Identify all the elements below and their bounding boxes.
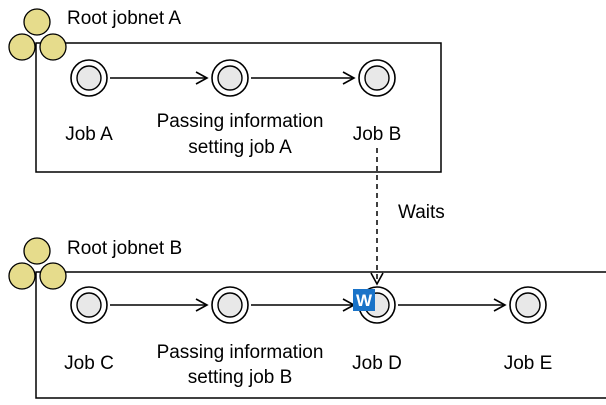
root-jobnet-b-icon xyxy=(8,237,67,290)
job-d-label: Job D xyxy=(352,353,402,374)
wait-badge-icon: W xyxy=(353,289,375,311)
passing-info-job-b-icon[interactable] xyxy=(211,286,249,324)
job-c-label: Job C xyxy=(64,353,114,374)
jobnet-a-frame xyxy=(35,42,442,173)
job-e-icon[interactable] xyxy=(509,286,547,324)
jobnet-b-frame xyxy=(35,271,606,399)
job-c-icon[interactable] xyxy=(70,286,108,324)
job-b-icon[interactable] xyxy=(358,59,396,97)
passing-info-job-a-label-line2: setting job A xyxy=(188,137,292,158)
job-e-label: Job E xyxy=(503,353,553,374)
passing-info-job-a-label-line1: Passing information xyxy=(156,111,324,132)
job-a-label: Job A xyxy=(65,124,113,145)
jobnet-a-title: Root jobnet A xyxy=(67,8,182,29)
jobnet-b-title: Root jobnet B xyxy=(67,238,183,259)
passing-info-job-b-label-line2: setting job B xyxy=(187,367,293,388)
waits-label: Waits xyxy=(398,202,445,223)
passing-info-job-b-label-line1: Passing information xyxy=(156,342,324,363)
job-b-label: Job B xyxy=(352,124,402,145)
root-jobnet-a-icon xyxy=(8,8,67,61)
passing-info-job-a-icon[interactable] xyxy=(211,59,249,97)
job-a-icon[interactable] xyxy=(70,59,108,97)
wait-badge-letter: W xyxy=(356,291,373,310)
